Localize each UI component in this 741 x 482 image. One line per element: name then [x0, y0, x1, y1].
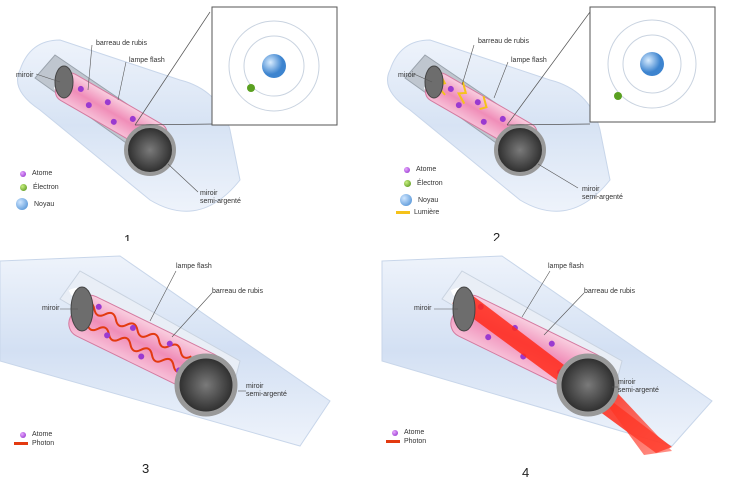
mirror-left — [54, 65, 74, 99]
label-mirror: miroir — [398, 72, 416, 79]
label-flash-lamp: lampe flash — [511, 57, 547, 64]
panel-step-4: lampe flash barreau de rubis miroir miro… — [372, 241, 741, 482]
label-flash-lamp: lampe flash — [548, 263, 584, 270]
atom-icon — [392, 429, 398, 436]
semi-silvered-mirror — [124, 124, 176, 176]
light-icon — [396, 211, 410, 214]
electron — [247, 84, 255, 92]
legend-photon: Photon — [14, 440, 54, 447]
legend-nucleus: Noyau — [16, 198, 54, 210]
legend-atom: Atome — [20, 431, 52, 438]
label-semi-mirror: miroir semi-argenté — [246, 383, 287, 398]
label-semi-mirror: miroir semi-argenté — [200, 190, 241, 205]
laser-illustration-4 — [381, 255, 713, 455]
label-ruby-rod: barreau de rubis — [478, 38, 529, 45]
legend-atom: Atome — [392, 429, 424, 436]
laser-illustration-1 — [17, 6, 338, 212]
atom-icon — [20, 431, 26, 438]
label-flash-lamp: lampe flash — [129, 57, 165, 64]
legend-light: Lumière — [396, 209, 439, 216]
nucleus-icon — [16, 198, 28, 210]
step-number-2: 2 — [493, 230, 501, 241]
label-mirror: miroir — [414, 305, 432, 312]
nucleus-icon — [400, 194, 412, 206]
laser-illustration-2 — [387, 6, 716, 212]
label-mirror: miroir — [16, 72, 34, 79]
label-flash-lamp: lampe flash — [176, 263, 212, 270]
electron-icon — [404, 180, 411, 187]
legend-electron: Électron — [404, 180, 443, 187]
label-semi-mirror: miroir semi-argenté — [618, 379, 659, 394]
panel-step-2: barreau de rubis lampe flash miroir miro… — [372, 0, 741, 241]
photon-icon — [14, 442, 28, 445]
legend-photon: Photon — [386, 438, 426, 445]
nucleus — [262, 54, 286, 78]
legend-atom: Atome — [404, 166, 436, 173]
electron-icon — [20, 184, 27, 191]
step-number-4: 4 — [522, 465, 530, 480]
laser-illustration-3 — [0, 255, 331, 447]
atom-icon — [404, 166, 410, 173]
atom-icon — [20, 170, 26, 177]
step-number-1: 1 — [124, 232, 132, 241]
step-number-3: 3 — [142, 461, 150, 476]
legend-nucleus: Noyau — [400, 194, 438, 206]
legend-electron: Électron — [20, 184, 59, 191]
label-semi-mirror: miroir semi-argenté — [582, 186, 623, 201]
label-ruby-rod: barreau de rubis — [96, 40, 147, 47]
panel-step-1: barreau de rubis lampe flash miroir miro… — [0, 0, 370, 241]
photon-icon — [386, 440, 400, 443]
label-mirror: miroir — [42, 305, 60, 312]
label-ruby-rod: barreau de rubis — [584, 288, 635, 295]
legend-atom: Atome — [20, 170, 52, 177]
label-ruby-rod: barreau de rubis — [212, 288, 263, 295]
panel-step-3: lampe flash barreau de rubis miroir miro… — [0, 241, 370, 482]
